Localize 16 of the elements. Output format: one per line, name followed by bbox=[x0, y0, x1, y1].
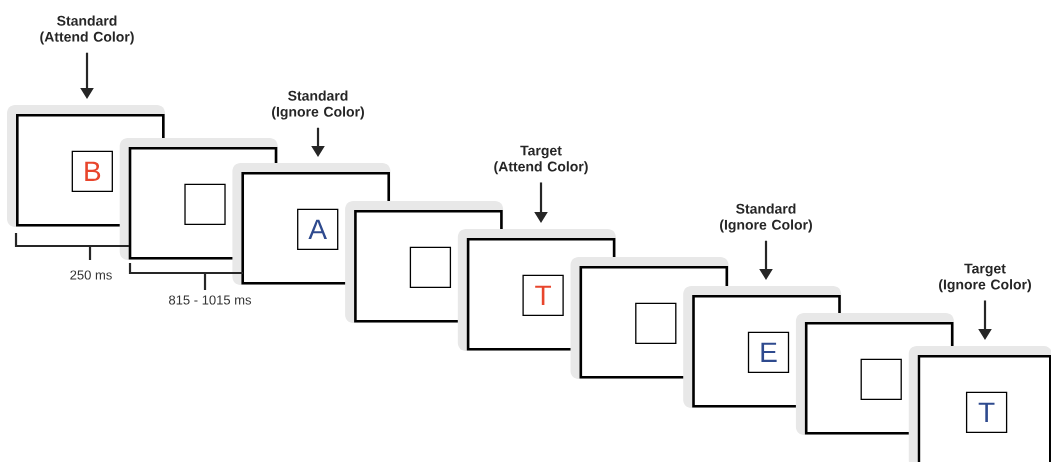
duration-label: 250 ms bbox=[70, 270, 112, 280]
duration-label: 815 - 1015 ms bbox=[169, 295, 252, 305]
letter-box: A bbox=[297, 208, 339, 250]
letter-box: T bbox=[965, 391, 1008, 433]
letter-box: B bbox=[71, 150, 113, 192]
letter-box: E bbox=[747, 331, 790, 373]
condition-label: Standard (Ignore Color) bbox=[720, 203, 812, 233]
condition-label: Standard (Attend Color) bbox=[40, 15, 134, 45]
condition-label: Target (Ignore Color) bbox=[939, 263, 1031, 293]
letter-box: T bbox=[522, 274, 564, 316]
empty-square bbox=[860, 358, 902, 400]
empty-square bbox=[184, 183, 226, 225]
empty-square bbox=[635, 302, 677, 344]
condition-label: Standard (Ignore Color) bbox=[272, 90, 364, 120]
condition-label: Target (Attend Color) bbox=[494, 145, 588, 175]
empty-square bbox=[409, 246, 452, 288]
